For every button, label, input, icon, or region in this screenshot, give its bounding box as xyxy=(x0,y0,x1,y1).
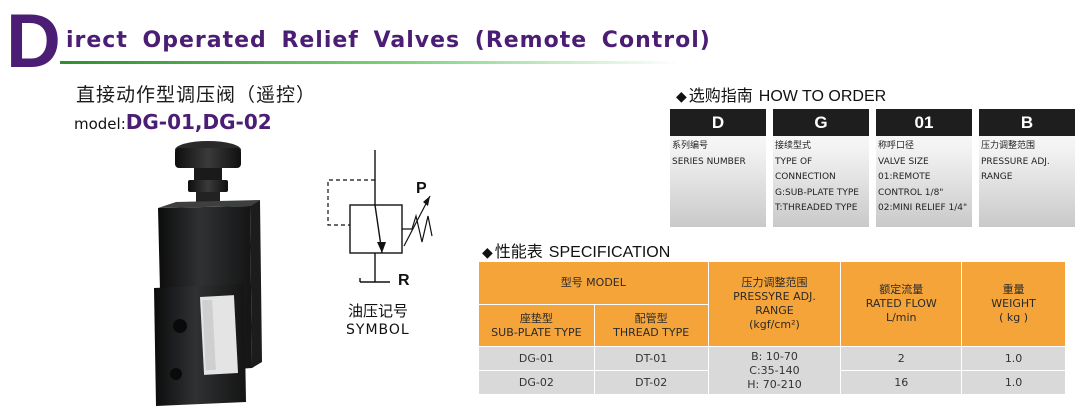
table-row: DG-02 DT-02 16 1.0 xyxy=(478,370,1066,395)
header-model: 型号 MODEL xyxy=(478,261,709,305)
hydraulic-symbol-diagram xyxy=(327,150,433,283)
order-box-valve-size: 01 称呼口径 VALVE SIZE 01:REMOTE CONTROL 1/8… xyxy=(876,109,972,227)
order-code: B xyxy=(979,109,1075,136)
header-subplate: 座垫型 SUB-PLATE TYPE xyxy=(478,304,595,347)
cell-flow: 2 xyxy=(840,346,963,371)
header-thread: 配管型 THREAD TYPE xyxy=(593,304,709,347)
order-box-connection: G 接续型式 TYPE OF CONNECTION G:SUB-PLATE TY… xyxy=(773,109,869,227)
order-description: 系列编号 SERIES NUMBER xyxy=(672,141,746,167)
order-code: G xyxy=(773,109,869,136)
cell-subplate: DG-02 xyxy=(478,370,595,395)
black-diamond-icon: ◆ xyxy=(676,89,687,105)
cell-thread: DT-02 xyxy=(593,370,709,395)
how-to-order-heading-cn: 选购指南 xyxy=(688,86,753,105)
cell-thread: DT-01 xyxy=(593,346,709,371)
specification-table: 型号 MODEL 压力调整范围 PRESSYRE ADJ. RANGE (kgf… xyxy=(478,261,1066,395)
specification-heading: ◆性能表 SPECIFICATION xyxy=(482,238,670,262)
page-subtitle-cn: 直接动作型调压阀（遥控） xyxy=(76,84,317,106)
how-to-order-heading-en: HOW TO ORDER xyxy=(758,88,887,105)
header-flow: 额定流量 RATED FLOW L/min xyxy=(840,261,963,347)
order-code: D xyxy=(670,109,766,136)
cell-pressure-range: B: 10-70 C:35-140 H: 70-210 xyxy=(707,346,842,395)
cell-weight: 1.0 xyxy=(961,346,1066,371)
title-initial: D xyxy=(6,0,61,84)
cell-weight: 1.0 xyxy=(961,370,1066,395)
order-description: 压力调整范围 PRESSURE ADJ. RANGE xyxy=(981,141,1050,182)
table-row: DG-01 DT-01 B: 10-70 C:35-140 H: 70-210 … xyxy=(478,346,1066,395)
specification-heading-cn: 性能表 xyxy=(494,242,543,261)
symbol-label-en: SYMBOL xyxy=(346,322,410,338)
order-code: 01 xyxy=(876,109,972,136)
order-box-pressure: B 压力调整范围 PRESSURE ADJ. RANGE xyxy=(979,109,1075,227)
symbol-label-cn: 油压记号 xyxy=(348,302,409,320)
order-box-series: D 系列编号 SERIES NUMBER xyxy=(670,109,766,227)
header-pressure: 压力调整范围 PRESSYRE ADJ. RANGE (kgf/cm²) xyxy=(707,261,842,347)
model-label: model: xyxy=(74,115,126,133)
order-description: 接续型式 TYPE OF CONNECTION G:SUB-PLATE TYPE… xyxy=(775,141,859,213)
page-title: irect Operated Relief Valves (Remote Con… xyxy=(66,28,711,53)
specification-heading-en: SPECIFICATION xyxy=(548,244,671,261)
model-value: DG-01,DG-02 xyxy=(125,110,272,134)
header-weight: 重量 WEIGHT ( kg ) xyxy=(961,261,1066,347)
black-diamond-icon: ◆ xyxy=(482,245,493,261)
port-r-label: R xyxy=(398,272,410,289)
how-to-order-heading: ◆选购指南 HOW TO ORDER xyxy=(676,82,886,106)
cell-subplate: DG-01 xyxy=(478,346,595,371)
cell-flow: 16 xyxy=(840,370,963,395)
model-line: model:DG-01,DG-02 xyxy=(74,110,272,134)
order-description: 称呼口径 VALVE SIZE 01:REMOTE CONTROL 1/8" 0… xyxy=(878,141,968,213)
valve-product-image xyxy=(154,141,262,406)
port-p-label: P xyxy=(416,180,427,197)
title-underline xyxy=(60,61,680,64)
